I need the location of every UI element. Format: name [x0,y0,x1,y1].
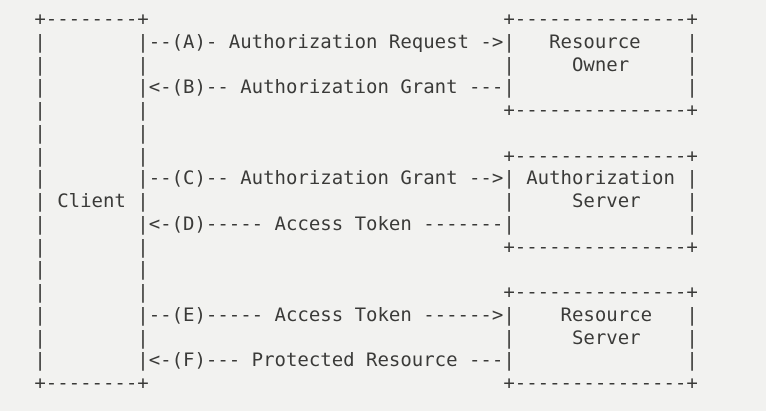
oauth2-protocol-flow-ascii-diagram: +--------+ +---------------+ | |--(A)- A… [34,8,698,394]
